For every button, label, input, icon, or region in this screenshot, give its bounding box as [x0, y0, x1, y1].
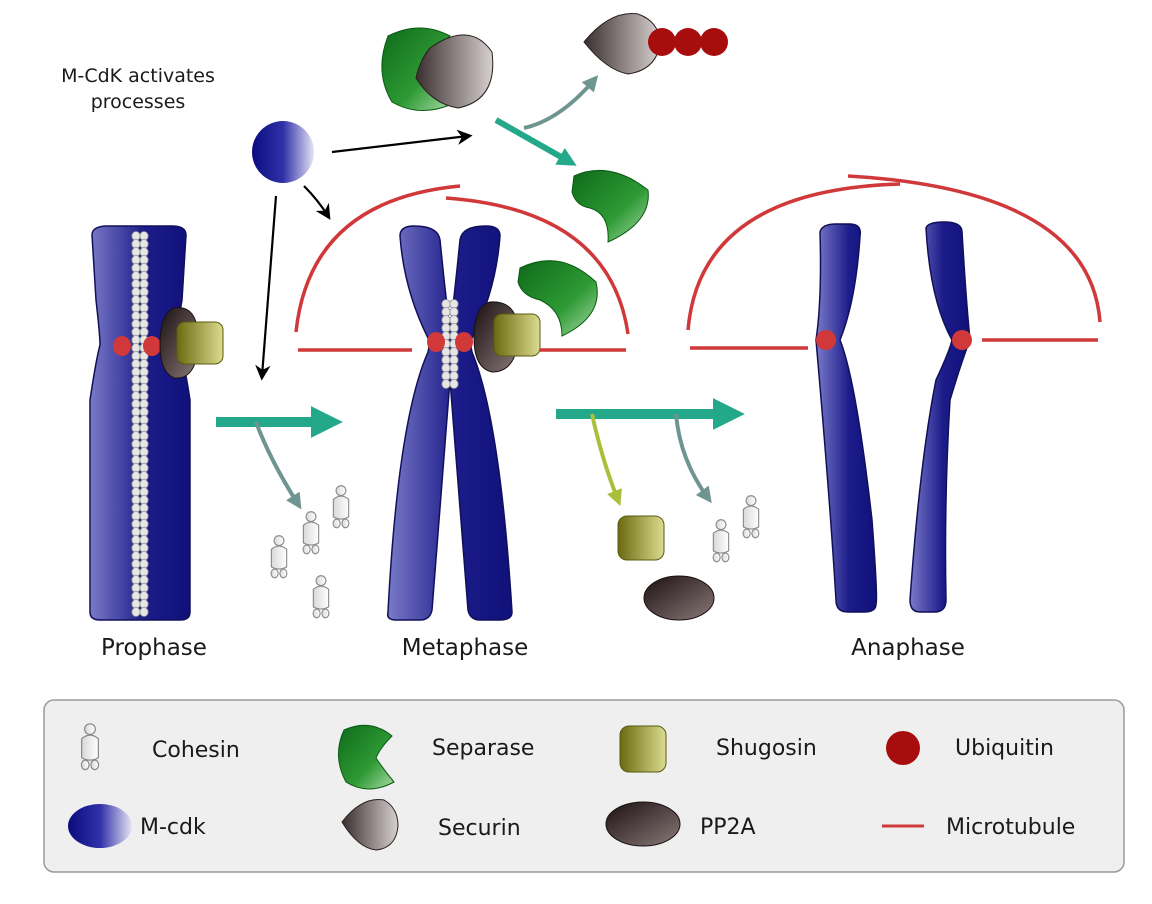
legend-label-microtubule: Microtubule: [946, 815, 1075, 840]
released-shugosin: [617, 515, 665, 561]
ubiquitin-ball: [674, 28, 702, 56]
active-separase: [517, 260, 598, 337]
legend-item-ubiquitin: Ubiquitin: [886, 731, 1054, 765]
metaphase-centromere: [455, 332, 473, 352]
released-pp2a: [643, 575, 715, 621]
legend-label-securin: Securin: [438, 816, 521, 841]
legend-item-cohesin: Cohesin: [80, 723, 240, 771]
legend-label-cohesin: Cohesin: [152, 738, 240, 763]
mcdk-note-line1: M-CdK activates: [61, 65, 215, 87]
ubiquitinated-securin: [583, 13, 728, 75]
ubiquitin-icon: [886, 731, 920, 765]
released-cohesins-prophase: [270, 485, 350, 619]
separase-release-arrows: [494, 75, 599, 166]
mcdk-activation-arrows: [255, 129, 473, 381]
prophase-centromere: [113, 336, 131, 356]
mcdk-ball: [252, 121, 314, 183]
pp2a-icon: [605, 801, 681, 847]
metaphase-centromere: [427, 332, 445, 352]
prophase-centromere: [143, 336, 161, 356]
cohesin-bead: [131, 607, 141, 617]
prophase-chromosome: [89, 225, 224, 621]
legend-item-microtubule: Microtubule: [882, 815, 1075, 840]
legend-label-mcdk: M-cdk: [140, 815, 206, 840]
anaphase-centromere-right: [952, 330, 972, 350]
legend-item-shugosin: Shugosin: [619, 725, 817, 773]
stage-label-anaphase: Anaphase: [851, 635, 965, 661]
securin-icon: [341, 798, 399, 851]
legend-item-securin: Securin: [341, 798, 521, 851]
anaphase-centromere-left: [816, 330, 836, 350]
ubiquitin-ball: [648, 28, 676, 56]
anaphase-chromosome-left: [815, 223, 878, 613]
legend-item-separase: Separase: [338, 724, 534, 790]
legend: Cohesin Separase Shugosin Ubiquitin M-cd…: [43, 699, 1125, 873]
prophase-to-metaphase-arrow: [216, 405, 343, 510]
metaphase-shugosin: [493, 313, 541, 357]
anaphase-microtubules: [686, 174, 1102, 350]
mcdk-note-line2: processes: [91, 91, 186, 113]
legend-item-mcdk: M-cdk: [68, 804, 206, 848]
stage-label-prophase: Prophase: [101, 635, 207, 661]
cohesin-bead: [441, 379, 451, 389]
prophase-shugosin: [176, 321, 224, 365]
released-cohesins-metaphase: [712, 495, 760, 563]
separase-securin-complex: [381, 27, 494, 112]
anaphase-chromosome-right: [909, 221, 972, 613]
prophase-cohesin-chain: [131, 231, 149, 617]
legend-label-pp2a: PP2A: [700, 815, 756, 840]
legend-box: [43, 699, 1125, 873]
legend-label-separase: Separase: [432, 736, 534, 761]
separase-icon: [338, 724, 395, 790]
mcdk-icon: [68, 804, 132, 848]
legend-label-shugosin: Shugosin: [716, 736, 817, 761]
legend-item-pp2a: PP2A: [605, 801, 756, 847]
metaphase-microtubules: [294, 184, 630, 352]
cohesin-bead: [449, 379, 459, 389]
stage-label-metaphase: Metaphase: [402, 635, 529, 661]
metaphase-chromosome: [386, 225, 541, 621]
legend-label-ubiquitin: Ubiquitin: [955, 736, 1054, 761]
metaphase-to-anaphase-arrow: [556, 397, 745, 506]
shugosin-icon: [619, 725, 667, 773]
cohesin-bead: [139, 607, 149, 617]
ubiquitin-ball: [700, 28, 728, 56]
free-separase: [571, 170, 649, 243]
